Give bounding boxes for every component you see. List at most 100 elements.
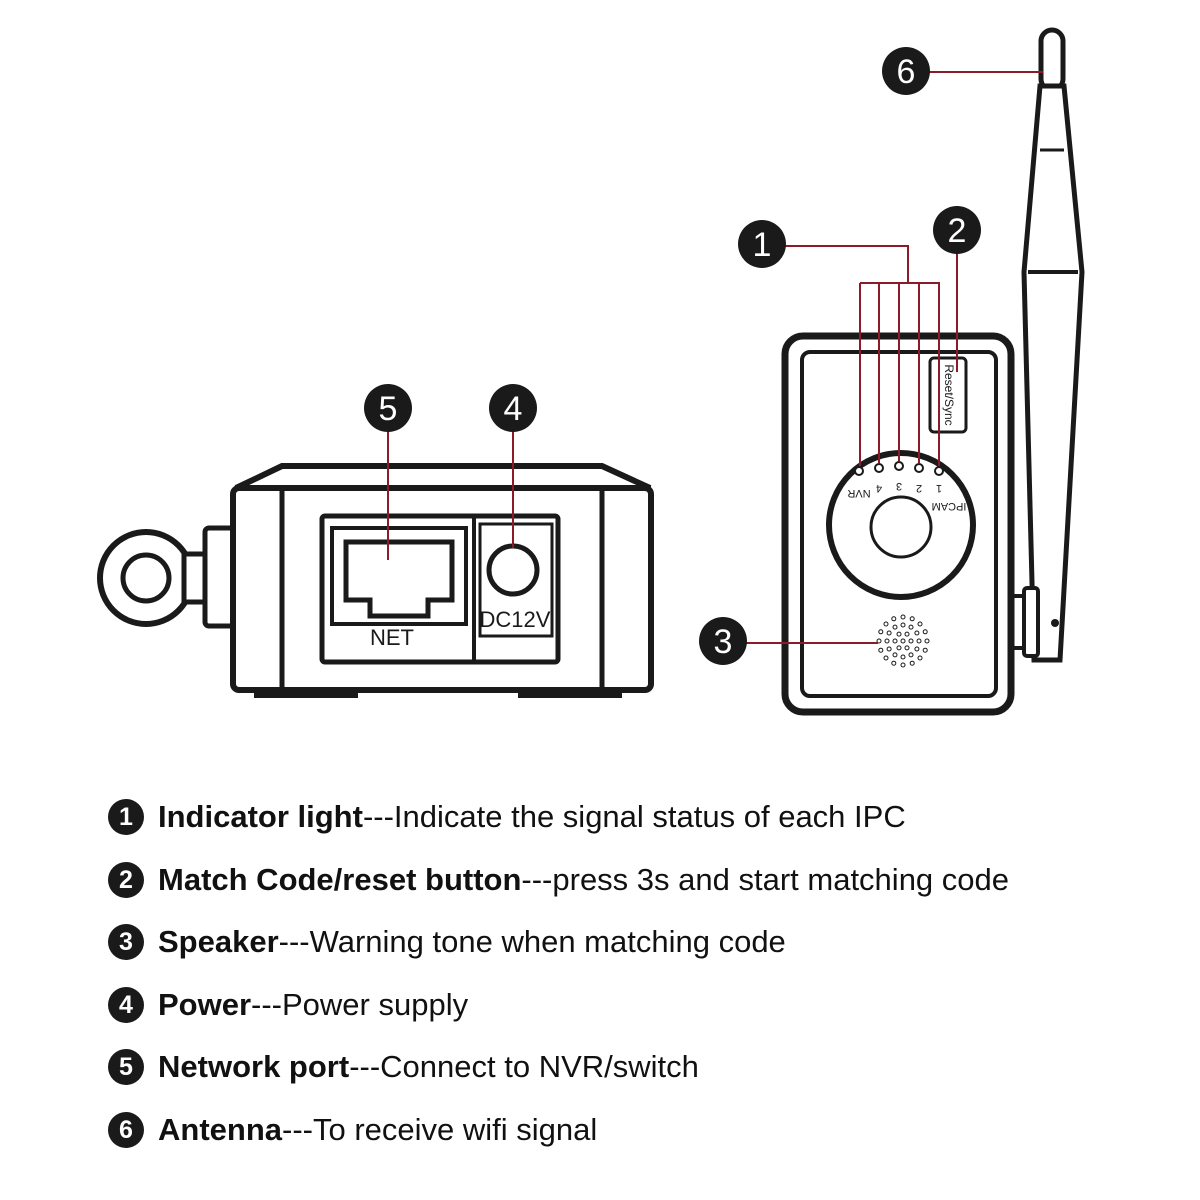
legend-item-indicator-light: 1 Indicator light---Indicate the signal … (108, 786, 1168, 849)
speaker-hole (908, 652, 914, 658)
left-device: NET DC12V (97, 463, 654, 698)
speaker-hole (886, 630, 892, 636)
reset-sync-label: Reset/Sync (942, 364, 956, 425)
speaker-hole (900, 614, 906, 620)
callout-6: 6 (882, 47, 930, 95)
antenna-tip (1038, 27, 1066, 93)
legend-number-badge: 3 (108, 924, 144, 961)
callout-3-number: 3 (714, 623, 733, 661)
legend-item-speaker: 3 Speaker---Warning tone when matching c… (108, 911, 1168, 974)
dc-jack-icon (486, 543, 540, 597)
speaker-hole (914, 646, 920, 652)
legend-item-network-port: 5 Network port---Connect to NVR/switch (108, 1036, 1168, 1099)
legend-title: Network port (158, 1049, 350, 1085)
speaker-hole (891, 616, 897, 622)
speaker-hole (904, 631, 910, 637)
rj45-jack-icon (343, 539, 455, 619)
speaker-hole (904, 645, 910, 651)
ipcam-label: IPCAM (932, 500, 967, 512)
speaker-hole (876, 638, 882, 644)
callout-4: 4 (489, 384, 537, 432)
legend-description: ---press 3s and start matching code (521, 861, 1010, 897)
speaker-hole (900, 662, 906, 668)
speaker-hole (917, 655, 923, 661)
speaker-hole (878, 629, 884, 635)
legend-title: Antenna (158, 1111, 282, 1147)
legend-description: ---To receive wifi signal (282, 1111, 598, 1147)
led-4 (874, 463, 884, 473)
legend-number-badge: 6 (108, 1111, 144, 1148)
legend-title: Indicator light (158, 799, 363, 835)
led-1 (934, 466, 944, 476)
callout-1: 1 (738, 220, 786, 268)
net-label: NET (370, 625, 414, 650)
legend-text: Speaker---Warning tone when matching cod… (158, 924, 786, 960)
legend-text: Network port---Connect to NVR/switch (158, 1049, 699, 1085)
led-label-2: 2 (916, 482, 922, 494)
led-3 (894, 461, 904, 471)
right-device: Reset/Sync NVR 4 3 2 1 IPCAM (781, 27, 1085, 716)
antenna (1021, 83, 1085, 663)
legend-item-power: 4 Power---Power supply (108, 974, 1168, 1037)
legend-description: ---Power supply (251, 986, 469, 1022)
speaker-hole (909, 616, 915, 622)
speaker-hole (916, 638, 922, 644)
callout-1-number: 1 (753, 226, 772, 264)
legend-text: Antenna---To receive wifi signal (158, 1112, 597, 1148)
legend-number-badge: 1 (108, 799, 144, 836)
legend-title: Match Code/reset button (158, 861, 522, 897)
legend-description: ---Connect to NVR/switch (349, 1049, 699, 1085)
mount-ring-hole (120, 552, 172, 604)
dc12v-label: DC12V (480, 607, 551, 632)
speaker-hole (892, 638, 898, 644)
speaker-hole (900, 638, 906, 644)
callout-5-number: 5 (379, 390, 398, 428)
callout-4-number: 4 (504, 390, 523, 428)
speaker-hole (908, 624, 914, 630)
legend-description: ---Warning tone when matching code (278, 924, 786, 960)
speaker-hole (909, 660, 915, 666)
callout-2: 2 (933, 206, 981, 254)
speaker-hole (924, 638, 930, 644)
led-label-1: 1 (936, 482, 942, 494)
speaker-hole (900, 622, 906, 628)
dial-center (869, 495, 933, 559)
speaker-hole (917, 621, 923, 627)
speaker-hole (900, 654, 906, 660)
speaker-hole (896, 645, 902, 651)
speaker-hole (883, 621, 889, 627)
legend-text: Power---Power supply (158, 987, 468, 1023)
case-top (234, 463, 652, 491)
speaker-hole (914, 630, 920, 636)
leader-lines (387, 71, 1043, 644)
legend-text: Match Code/reset button---press 3s and s… (158, 862, 1009, 898)
legend-item-match-code: 2 Match Code/reset button---press 3s and… (108, 849, 1168, 912)
speaker-hole (922, 647, 928, 653)
legend-description: ---Indicate the signal status of each IP… (362, 799, 906, 835)
led-nvr (854, 466, 864, 476)
callout-3: 3 (699, 617, 747, 665)
leader-1 (784, 245, 909, 283)
speaker-hole (884, 638, 890, 644)
legend-number-badge: 4 (108, 986, 144, 1023)
led-label-nvr: NVR (847, 487, 870, 499)
speaker-hole (878, 647, 884, 653)
speaker-hole (896, 631, 902, 637)
speaker-hole (886, 646, 892, 652)
led-2 (914, 463, 924, 473)
callout-6-number: 6 (897, 53, 916, 91)
speaker-hole (883, 655, 889, 661)
callout-5: 5 (364, 384, 412, 432)
legend-item-antenna: 6 Antenna---To receive wifi signal (108, 1099, 1168, 1162)
led-label-4: 4 (876, 482, 882, 494)
legend: 1 Indicator light---Indicate the signal … (108, 786, 1168, 1161)
legend-title: Speaker (158, 924, 279, 960)
callout-2-number: 2 (948, 212, 967, 250)
speaker-hole (908, 638, 914, 644)
device-diagram: NET DC12V Reset/Sync NVR 4 3 2 1 (97, 27, 1085, 716)
speaker-hole (922, 629, 928, 635)
speaker-hole (892, 652, 898, 658)
legend-number-badge: 5 (108, 1049, 144, 1086)
speaker-grille-icon (876, 614, 930, 668)
led-label-3: 3 (896, 480, 902, 492)
